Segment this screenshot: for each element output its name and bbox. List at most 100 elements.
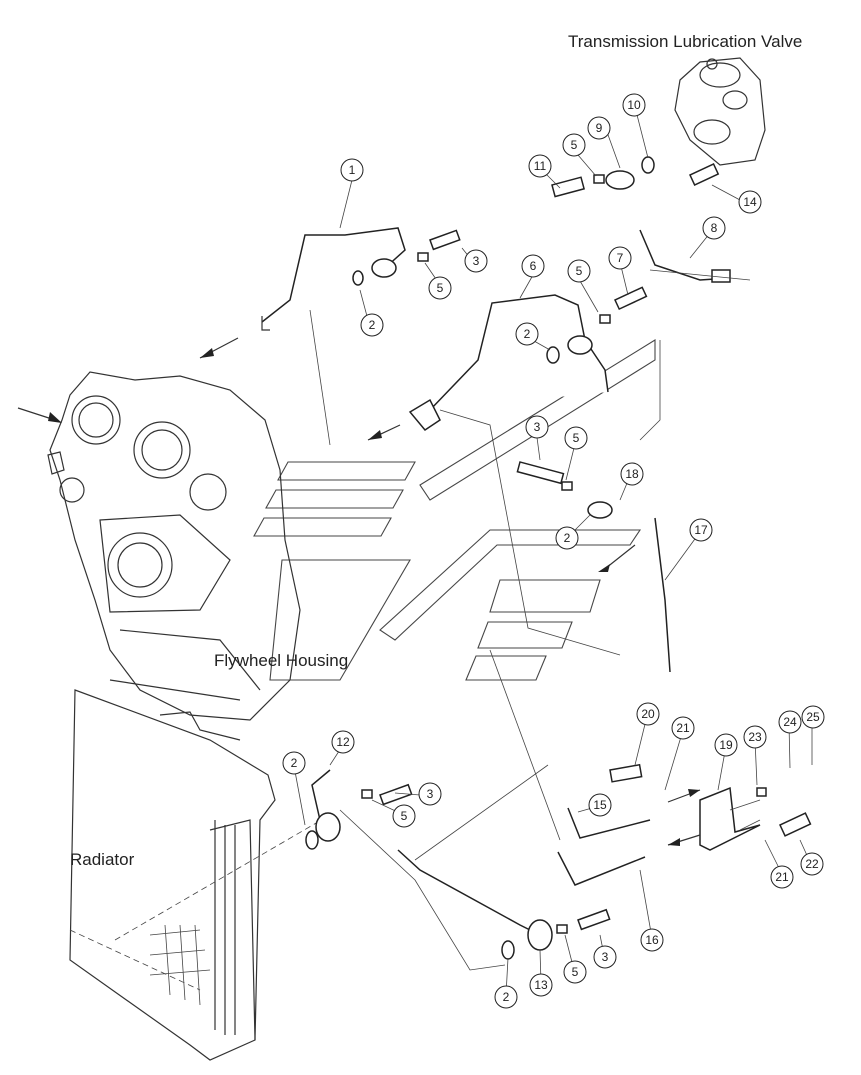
callout-circle	[636, 702, 660, 726]
callout-1: 1	[340, 158, 364, 182]
callout-number: 3	[534, 420, 541, 434]
callout-3: 3	[525, 415, 549, 439]
callout-22: 22	[800, 852, 824, 876]
callout-2: 2	[555, 526, 579, 550]
callout-circle	[567, 259, 591, 283]
callout-number: 2	[291, 756, 298, 770]
hose-17	[654, 517, 671, 673]
callout-7: 7	[608, 246, 632, 270]
callout-15: 15	[588, 793, 612, 817]
callout-number: 25	[806, 710, 820, 724]
callout-20: 20	[636, 702, 660, 726]
callout-8: 8	[702, 216, 726, 240]
callout-number: 9	[596, 121, 603, 135]
flange-1	[371, 258, 397, 278]
callout-number: 18	[625, 467, 639, 481]
callout-2: 2	[494, 985, 518, 1009]
callout-circle	[428, 276, 452, 300]
callout-21: 21	[770, 865, 794, 889]
callout-number: 7	[617, 251, 624, 265]
callout-5: 5	[562, 133, 586, 157]
callout-circle	[640, 928, 664, 952]
callout-number: 12	[336, 735, 350, 749]
callout-6: 6	[521, 254, 545, 278]
callout-number: 21	[775, 870, 789, 884]
flywheel-housing-drawing	[47, 371, 301, 721]
callout-circle	[340, 158, 364, 182]
callout-circle	[392, 804, 416, 828]
callout-number: 5	[571, 138, 578, 152]
callout-number: 5	[572, 965, 579, 979]
callout-circle	[702, 216, 726, 240]
callout-circle	[529, 973, 553, 997]
callout-number: 2	[503, 990, 510, 1004]
callout-circle	[593, 945, 617, 969]
callout-number: 1	[349, 163, 356, 177]
callout-23: 23	[743, 725, 767, 749]
callout-circle	[360, 313, 384, 337]
callout-circle	[282, 751, 306, 775]
callout-circle	[562, 133, 586, 157]
callout-circle	[588, 793, 612, 817]
callout-18: 18	[620, 462, 644, 486]
callout-number: 19	[719, 738, 733, 752]
callout-number: 11	[534, 159, 547, 173]
callout-number: 20	[641, 707, 655, 721]
callout-25: 25	[801, 705, 825, 729]
callout-5: 5	[428, 276, 452, 300]
callout-12: 12	[331, 730, 355, 754]
bracket-19	[699, 786, 761, 851]
callout-2: 2	[360, 313, 384, 337]
callout-number: 5	[573, 431, 580, 445]
callout-3: 3	[593, 945, 617, 969]
callout-number: 14	[743, 195, 757, 209]
callout-circle	[738, 190, 762, 214]
callout-3: 3	[464, 249, 488, 273]
callout-circle	[770, 865, 794, 889]
callout-circle	[620, 462, 644, 486]
callout-circle	[800, 852, 824, 876]
callout-circle	[622, 93, 646, 117]
callout-circle	[331, 730, 355, 754]
callout-number: 17	[694, 523, 708, 537]
callout-circle	[671, 716, 695, 740]
callout-5: 5	[563, 960, 587, 984]
callout-2: 2	[515, 322, 539, 346]
callout-circle	[515, 322, 539, 346]
callout-number: 8	[711, 221, 718, 235]
callout-circle	[525, 415, 549, 439]
callout-circle	[608, 246, 632, 270]
radiator-label: Radiator	[70, 850, 135, 869]
callout-circle	[528, 154, 552, 178]
callout-number: 15	[593, 798, 607, 812]
callout-5: 5	[392, 804, 416, 828]
callout-circle	[555, 526, 579, 550]
arrowheads	[48, 348, 700, 846]
callout-number: 5	[437, 281, 444, 295]
callout-9: 9	[587, 116, 611, 140]
callout-number: 3	[473, 254, 480, 268]
callout-number: 23	[748, 730, 762, 744]
callout-circle	[494, 985, 518, 1009]
callout-number: 24	[783, 715, 797, 729]
flywheel-housing-label: Flywheel Housing	[214, 651, 348, 670]
callout-circle	[778, 710, 802, 734]
callout-10: 10	[622, 93, 646, 117]
lubrication-valve-drawing	[674, 57, 766, 166]
callout-5: 5	[564, 426, 588, 450]
callout-number: 10	[627, 98, 641, 112]
callout-circle	[563, 960, 587, 984]
callout-number: 3	[602, 950, 609, 964]
radiator-drawing	[69, 689, 331, 1061]
callout-circle	[464, 249, 488, 273]
pipe-1	[261, 227, 406, 323]
callout-circle	[521, 254, 545, 278]
pipe-6	[429, 294, 609, 411]
pipe-16	[557, 851, 646, 886]
callout-number: 2	[524, 327, 531, 341]
callout-number: 3	[427, 787, 434, 801]
callout-number: 13	[534, 978, 548, 992]
callout-number: 5	[401, 809, 408, 823]
leader-lines	[17, 106, 813, 996]
